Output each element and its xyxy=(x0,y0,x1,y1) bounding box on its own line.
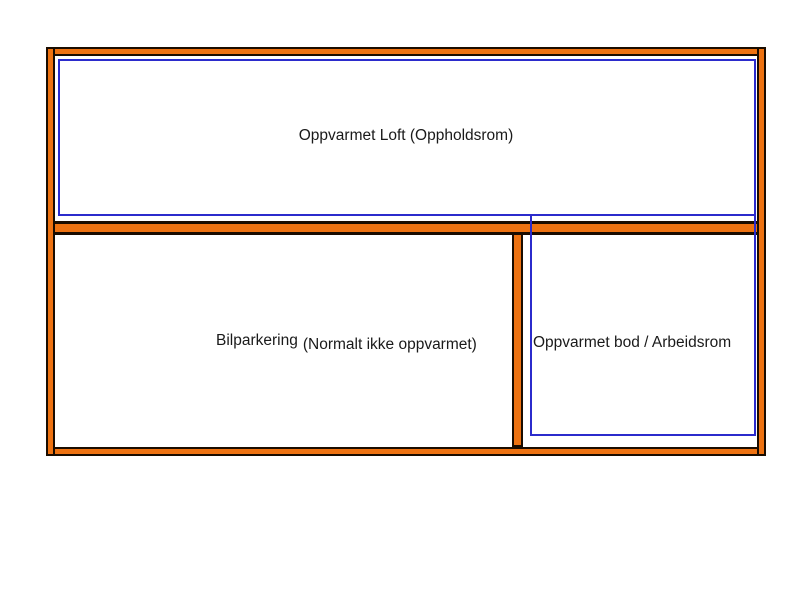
room-label-parking: Bilparkering(Normalt ikke oppvarmet) xyxy=(216,332,477,353)
heated-envelope-bod xyxy=(530,214,756,436)
outer-wall-bottom xyxy=(46,447,766,456)
outer-wall-left xyxy=(46,47,55,456)
outer-wall-top xyxy=(46,47,766,56)
outer-wall-right xyxy=(757,47,766,456)
room-label-parking-note: (Normalt ikke oppvarmet) xyxy=(302,336,477,353)
room-label-bod: Oppvarmet bod / Arbeidsrom xyxy=(533,334,732,351)
heated-envelope-loft xyxy=(58,59,756,216)
room-label-parking-main: Bilparkering xyxy=(216,332,298,349)
room-label-loft: Oppvarmet Loft (Oppholdsrom) xyxy=(298,127,514,144)
interior-divider-wall xyxy=(512,225,523,447)
middle-floor-wall xyxy=(46,221,766,235)
